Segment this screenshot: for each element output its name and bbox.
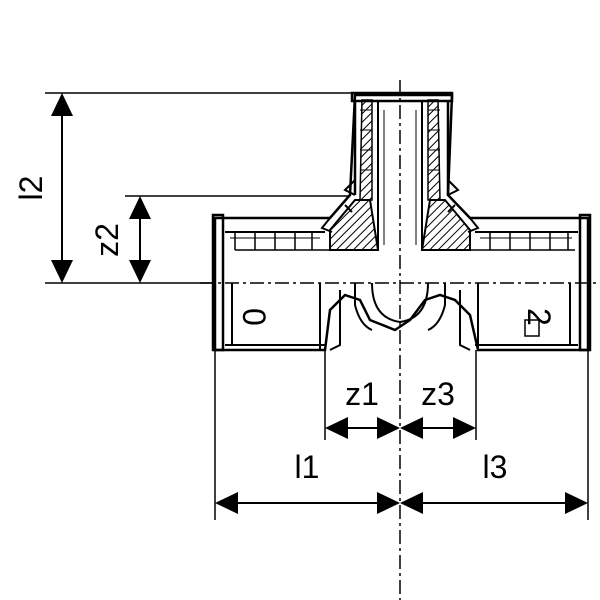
l3-label: l3	[483, 449, 508, 485]
z2-label: z2	[89, 223, 125, 257]
right-outlet-mark: 2	[521, 308, 557, 326]
extension-lines	[45, 92, 589, 520]
right-sleeve-ridges	[480, 232, 572, 250]
dimension-z3: z3	[400, 376, 476, 439]
outlet-markings: 0 2	[236, 308, 557, 337]
centerlines	[200, 80, 600, 600]
z3-label: z3	[421, 376, 455, 412]
tee-body	[211, 93, 592, 352]
dimension-z1: z1	[325, 376, 400, 439]
dimension-l1: l1	[215, 449, 400, 514]
l2-label: l2	[13, 176, 49, 201]
l1-label: l1	[295, 449, 320, 485]
left-sleeve-ridges	[230, 232, 320, 250]
dimension-z2: z2	[89, 196, 151, 283]
left-outlet-mark: 0	[236, 308, 272, 326]
dimension-l3: l3	[400, 449, 588, 514]
right-outlet-tab	[524, 319, 540, 337]
branch-sleeve	[320, 91, 480, 250]
z1-label: z1	[345, 376, 379, 412]
section-hatch	[329, 99, 471, 251]
dimension-l2: l2	[13, 93, 73, 283]
center-bore	[371, 282, 429, 324]
